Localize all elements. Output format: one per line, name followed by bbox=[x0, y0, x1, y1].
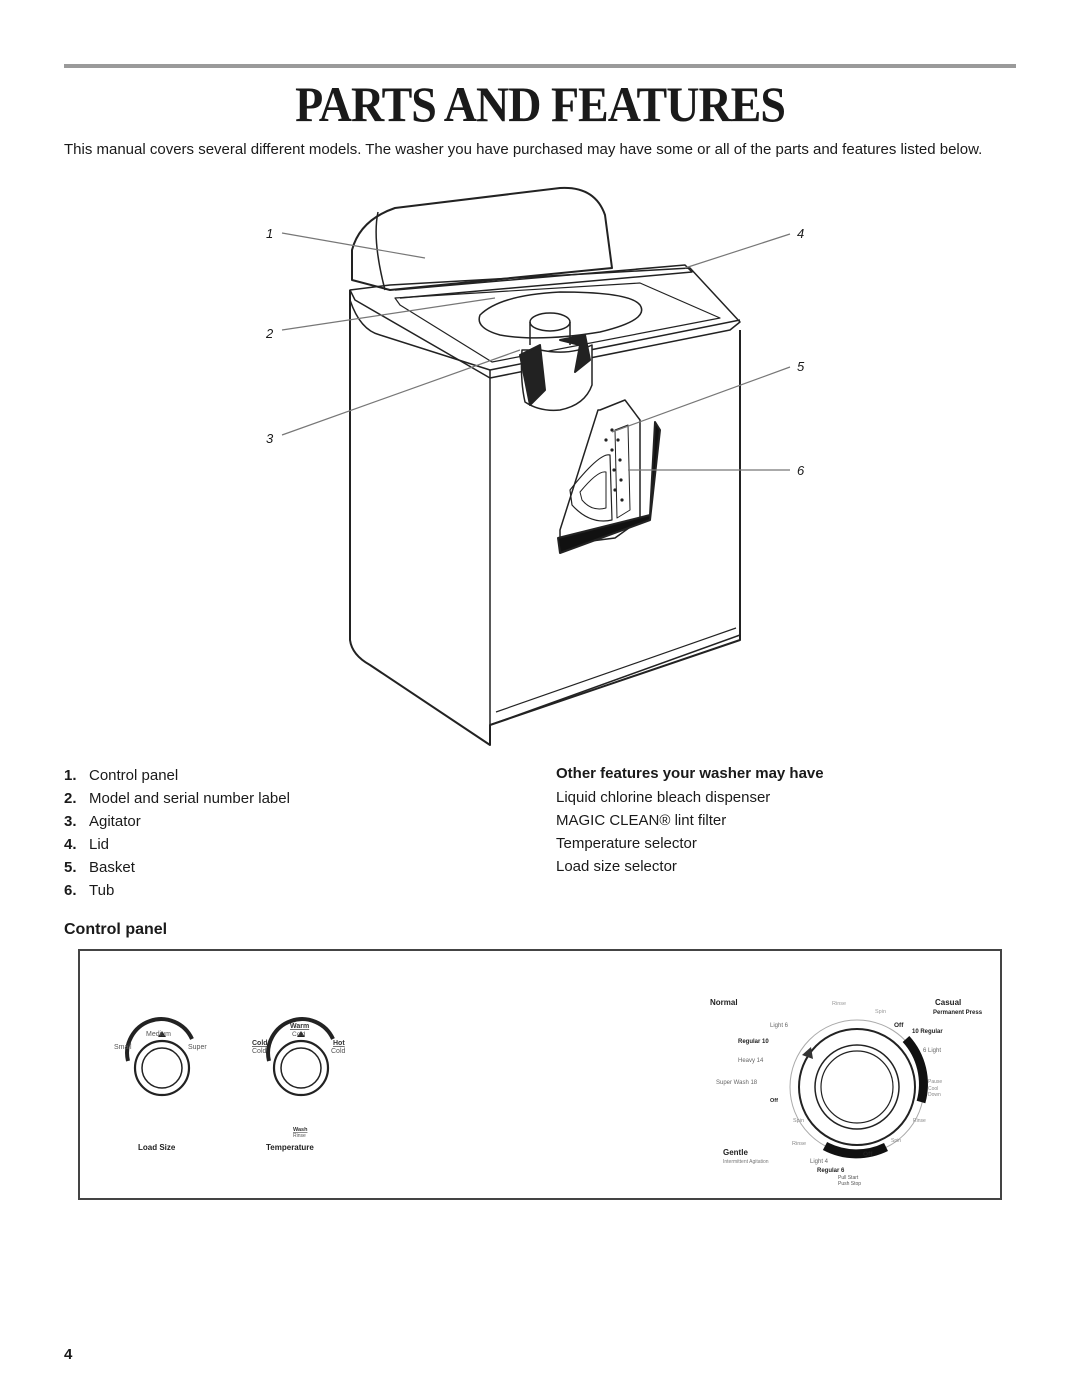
temp-cold-bottom: Cold bbox=[252, 1048, 267, 1055]
cycle-spin-right: Spin bbox=[891, 1138, 901, 1144]
intro-paragraph: This manual covers several different mod… bbox=[64, 141, 983, 158]
temp-hot-bottom: Cold bbox=[331, 1048, 346, 1055]
cycle-light-6: Light 6 bbox=[770, 1023, 789, 1029]
page-number: 4 bbox=[64, 1346, 73, 1363]
parts-list: 1.Control panel 2.Model and serial numbe… bbox=[64, 764, 290, 902]
temp-rinse: Rinse bbox=[293, 1133, 306, 1139]
list-item: Load size selector bbox=[556, 858, 677, 875]
cycle-down: Down bbox=[928, 1092, 941, 1098]
cycle-off-bottom: Off bbox=[863, 1151, 873, 1158]
temperature-knob[interactable] bbox=[266, 1017, 335, 1097]
temp-wash: Wash bbox=[293, 1127, 308, 1133]
list-item: 6.Tub bbox=[64, 882, 115, 899]
top-rule bbox=[64, 64, 1016, 68]
cycle-heavy-14: Heavy 14 bbox=[738, 1058, 764, 1064]
other-features-heading: Other features your washer may have bbox=[556, 765, 824, 782]
cycle-casual: Casual bbox=[935, 998, 961, 1007]
cycle-off-left: Off bbox=[770, 1098, 778, 1104]
temperature-label: Temperature bbox=[266, 1143, 314, 1152]
cycle-rinse-bottom: Rinse bbox=[792, 1141, 806, 1147]
list-item: Temperature selector bbox=[556, 835, 697, 852]
cycle-rinse-top: Rinse bbox=[832, 1001, 846, 1007]
lid bbox=[351, 186, 613, 291]
load-size-small: Small bbox=[114, 1044, 132, 1051]
tub-opening bbox=[478, 291, 643, 339]
cycle-light-4: Light 4 bbox=[810, 1159, 829, 1165]
list-item: Liquid chlorine bleach dispenser bbox=[556, 789, 771, 806]
load-size-label: Load Size bbox=[138, 1143, 176, 1152]
list-item: 5.Basket bbox=[64, 859, 135, 876]
temp-warm: Warm bbox=[290, 1023, 309, 1030]
cycle-6-light-right: 6 Light bbox=[923, 1048, 941, 1054]
cycle-spin-top: Spin bbox=[875, 1009, 886, 1015]
list-item: 4.Lid bbox=[64, 836, 110, 853]
cycle-cool: Cool bbox=[928, 1086, 938, 1092]
cycle-rinse-right: Rinse bbox=[913, 1118, 926, 1124]
cycle-regular-10: Regular 10 bbox=[738, 1039, 769, 1045]
temp-cold-top: Cold bbox=[252, 1040, 268, 1047]
load-size-knob[interactable] bbox=[125, 1017, 194, 1097]
callout-2: 2 bbox=[266, 326, 274, 341]
cycle-pull-start: Pull Start bbox=[838, 1175, 859, 1181]
cycle-gentle: Gentle bbox=[723, 1148, 748, 1157]
control-panel-illustration: Medium Small Super Load Size Warm Cold C… bbox=[78, 949, 1002, 1200]
control-panel-heading: Control panel bbox=[64, 921, 168, 938]
list-item: MAGIC CLEAN® lint filter bbox=[556, 812, 727, 829]
page-title: PARTS AND FEATURES bbox=[295, 76, 786, 133]
cycle-super-wash-18: Super Wash 18 bbox=[716, 1080, 758, 1086]
list-item: 3.Agitator bbox=[64, 813, 141, 830]
cycle-dial[interactable] bbox=[789, 1019, 928, 1159]
cycle-push-stop: Push Stop bbox=[838, 1181, 861, 1187]
load-size-super: Super bbox=[188, 1044, 207, 1051]
list-item: 1.Control panel bbox=[64, 767, 179, 784]
other-features: Other features your washer may have Liqu… bbox=[556, 764, 824, 878]
cycle-off-top: Off bbox=[894, 1022, 904, 1029]
cycle-normal: Normal bbox=[710, 998, 738, 1007]
cycle-permanent-press: Permanent Press bbox=[933, 1010, 983, 1016]
callout-5: 5 bbox=[797, 359, 805, 374]
washer-diagram bbox=[281, 186, 791, 746]
callout-3: 3 bbox=[266, 431, 274, 446]
callout-4: 4 bbox=[797, 226, 805, 241]
agitator bbox=[519, 312, 593, 412]
cycle-regular-6: Regular 6 bbox=[817, 1168, 845, 1174]
cycle-intermittent-agitation: Intermittent Agitation bbox=[723, 1159, 769, 1165]
cycle-pause: Pause bbox=[928, 1079, 942, 1085]
cycle-spin-left: Spin bbox=[793, 1118, 804, 1124]
temp-warm-cold: Cold bbox=[292, 1031, 306, 1038]
load-size-medium: Medium bbox=[146, 1031, 171, 1038]
list-item: 2.Model and serial number label bbox=[64, 790, 290, 807]
callout-1: 1 bbox=[266, 226, 274, 241]
basket-cutaway bbox=[557, 399, 661, 554]
callout-6: 6 bbox=[797, 463, 805, 478]
temp-hot-top: Hot bbox=[333, 1040, 345, 1047]
cycle-10-regular-right: 10 Regular bbox=[912, 1029, 943, 1035]
